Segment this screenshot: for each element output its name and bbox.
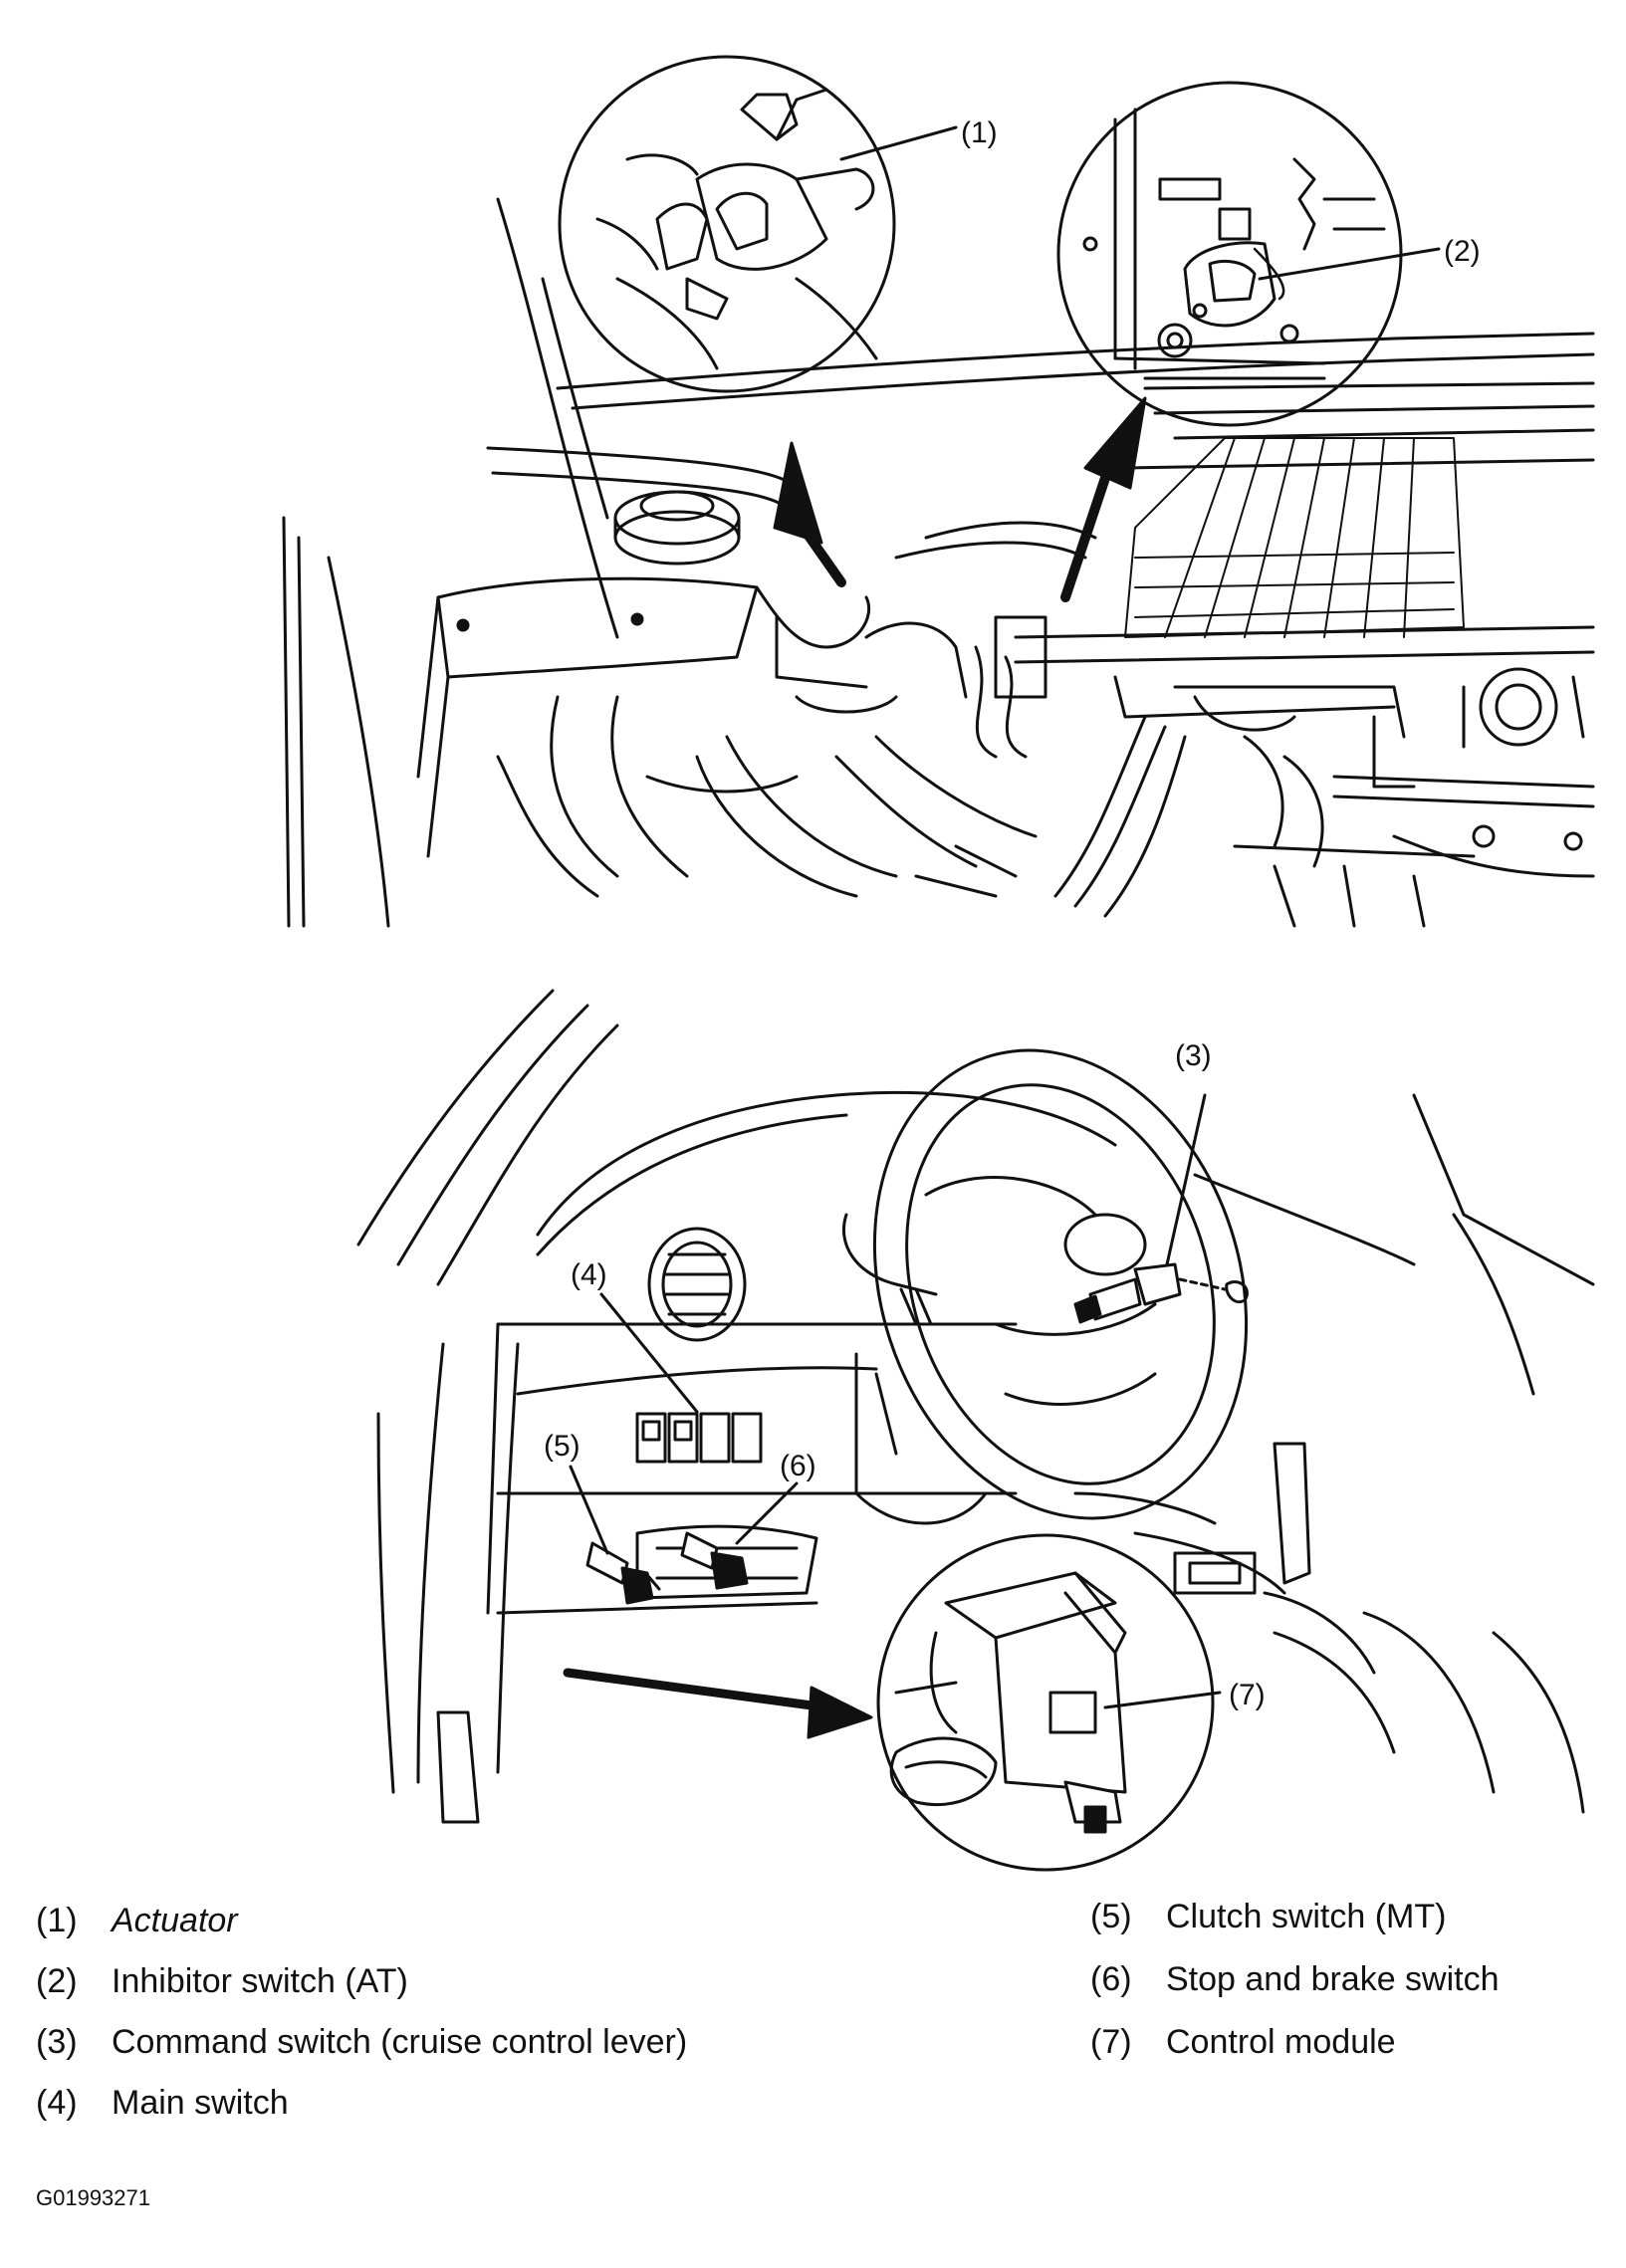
arrow-to-control-module <box>563 1668 873 1739</box>
leader-line-5 <box>569 1465 609 1555</box>
legend-number: (4) <box>36 2084 78 2122</box>
callout-4: (4) <box>571 1258 607 1291</box>
legend-label: Main switch <box>112 2084 289 2122</box>
legend-item-6: (6) Stop and brake switch <box>1090 1959 1500 1999</box>
clutch-switch <box>585 1541 661 1605</box>
legend-number: (2) <box>36 1962 78 2000</box>
legend-label: Control module <box>1166 2023 1396 2061</box>
legend-number: (5) <box>1090 1898 1132 1935</box>
leader-line-7 <box>1103 1691 1222 1709</box>
legend-label: Inhibitor switch (AT) <box>112 1962 408 2000</box>
legend-number: (1) <box>36 1902 78 1939</box>
steering-wheel <box>841 1048 1249 1520</box>
legend-item-2: (2) Inhibitor switch (AT) <box>36 1961 687 2001</box>
leader-line-2 <box>1258 247 1441 281</box>
legend-item-3: (3) Command switch (cruise control lever) <box>36 2022 687 2062</box>
legend-label: Command switch (cruise control lever) <box>112 2023 688 2061</box>
engine-bay-illustration <box>282 197 1595 928</box>
figure-code: G01993271 <box>36 2185 150 2210</box>
legend-number: (3) <box>36 2023 78 2061</box>
legend-number: (7) <box>1090 2023 1132 2061</box>
leader-line-6 <box>735 1481 799 1545</box>
legend-label: Clutch switch (MT) <box>1166 1898 1447 1935</box>
legend-right: (5) Clutch switch (MT) (6) Stop and brake … <box>1090 1897 1500 2062</box>
legend-item-4: (4) Main switch <box>36 2083 687 2123</box>
arrow-to-actuator <box>773 441 846 587</box>
legend-number: (6) <box>1090 1960 1132 1998</box>
leader-line-3 <box>1165 1093 1207 1266</box>
command-switch-lever <box>1073 1262 1249 1324</box>
legend-item-5: (5) Clutch switch (MT) <box>1090 1897 1500 1936</box>
control-module-detail-view <box>876 1533 1215 1872</box>
callout-5: (5) <box>544 1430 581 1463</box>
callout-3: (3) <box>1175 1039 1212 1072</box>
legend-item-7: (7) Control module <box>1090 2022 1500 2062</box>
arrow-to-inhibitor-switch <box>1060 396 1147 602</box>
callout-2: (2) <box>1444 235 1481 268</box>
callout-1: (1) <box>961 116 998 149</box>
legend-item-1: (1) Actuator <box>36 1901 687 1940</box>
legend-label: Actuator <box>112 1902 238 1939</box>
cabin-illustration <box>356 989 1595 1824</box>
stop-brake-switch <box>680 1531 749 1590</box>
legend-label: Stop and brake switch <box>1166 1960 1500 1998</box>
leader-line-4 <box>599 1292 699 1414</box>
inhibitor-switch-detail-view <box>1056 81 1403 427</box>
main-switch-panel <box>635 1412 763 1464</box>
callout-7: (7) <box>1229 1679 1266 1711</box>
callout-6: (6) <box>780 1450 816 1482</box>
legend-left: (1) Actuator (2) Inhibitor switch (AT) (3)… <box>36 1901 687 2123</box>
actuator-detail-view <box>558 55 896 393</box>
leader-line-1 <box>839 125 958 161</box>
